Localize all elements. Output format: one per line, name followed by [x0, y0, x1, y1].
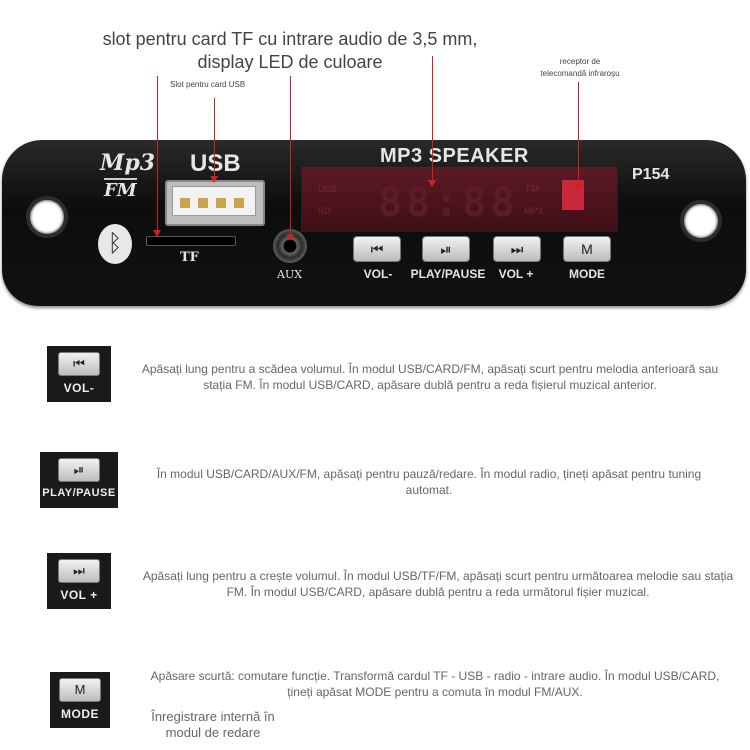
- bluetooth-icon: ᛒ: [98, 224, 132, 264]
- aux-label: AUX: [277, 268, 303, 281]
- display-mp3-indicator: MP3: [524, 206, 543, 216]
- display-fm-indicator: FM: [526, 184, 539, 194]
- row-vol-plus-text: Apăsați lung pentru a crește volumul. În…: [142, 569, 734, 599]
- callout-line-display: [432, 56, 433, 182]
- mode-button[interactable]: M: [563, 236, 611, 262]
- play-pause-button[interactable]: ⏯: [422, 236, 470, 262]
- usb-pin: [216, 198, 226, 208]
- arrow-display-icon: [428, 180, 436, 187]
- next-button[interactable]: ⏭: [493, 236, 541, 262]
- row-mode-note: Înregistrare internă în modul de redare: [151, 709, 275, 740]
- vol-plus-label: VOL +: [498, 267, 534, 281]
- row-play-pause-thumb: ⏯ PLAY/PAUSE: [40, 452, 118, 508]
- mode-thumb-icon: M: [59, 678, 101, 702]
- display-sd-indicator: SD: [318, 206, 331, 216]
- vol-minus-icon: ⏮: [58, 352, 100, 376]
- callout-line-usb: [214, 98, 215, 178]
- mode-label: MODE: [569, 267, 605, 281]
- play-pause-label: PLAY/PAUSE: [410, 267, 486, 281]
- arrow-aux-icon: [286, 234, 294, 241]
- board-title: MP3 SPEAKER: [380, 145, 529, 167]
- callout-line-aux: [290, 76, 291, 236]
- callout-line-tf: [157, 76, 158, 234]
- usb-label: USB: [190, 150, 241, 177]
- next-icon: ⏭: [510, 241, 524, 257]
- vol-plus-icon: ⏭: [58, 559, 100, 583]
- model-number: P154: [632, 166, 670, 183]
- row-vol-minus-label: VOL-: [63, 381, 95, 395]
- play-pause-thumb-icon: ⏯: [58, 458, 100, 482]
- row-vol-plus-label: VOL +: [60, 588, 98, 602]
- prev-button[interactable]: ⏮: [353, 236, 401, 262]
- vol-minus-label: VOL-: [363, 267, 393, 281]
- row-mode-thumb: M MODE: [50, 672, 110, 728]
- mounting-hole-left: [26, 196, 68, 238]
- arrow-tf-icon: [153, 230, 161, 237]
- display-digits: 88:88: [378, 180, 519, 226]
- logo-fm: FM: [104, 178, 137, 201]
- row-mode-label: MODE: [61, 707, 99, 721]
- callout-title-line2: display LED de culoare: [197, 52, 383, 72]
- usb-pin: [180, 198, 190, 208]
- callout-usb-slot: Slot pentru card USB: [170, 80, 246, 89]
- row-vol-minus-thumb: ⏮ VOL-: [47, 346, 111, 402]
- callout-title: slot pentru card TF cu intrare audio de …: [70, 28, 510, 74]
- display-usb-indicator: USB: [318, 184, 337, 194]
- usb-pin: [234, 198, 244, 208]
- mode-icon: M: [581, 241, 593, 257]
- callout-title-line1: slot pentru card TF cu intrare audio de …: [102, 29, 478, 49]
- prev-icon: ⏮: [370, 241, 384, 257]
- usb-pin: [198, 198, 208, 208]
- row-play-pause-label: PLAY/PAUSE: [42, 487, 116, 499]
- callout-ir-line2: telecomandă infraroșu: [540, 69, 620, 78]
- logo-mp3: Mp3: [100, 150, 156, 176]
- play-pause-icon: ⏯: [440, 241, 452, 257]
- mounting-hole-right: [680, 200, 722, 242]
- arrow-ir-icon: [574, 184, 582, 191]
- row-vol-plus-thumb: ⏭ VOL +: [47, 553, 111, 609]
- row-vol-minus-text: Apăsați lung pentru a scădea volumul. În…: [141, 362, 719, 392]
- row-play-pause-text: În modul USB/CARD/AUX/FM, apăsați pentru…: [156, 467, 702, 497]
- arrow-usb-icon: [210, 176, 218, 183]
- row-mode-text: Apăsare scurtă: comutare funcție. Transf…: [150, 669, 720, 699]
- callout-line-ir: [578, 82, 579, 186]
- callout-ir-line1: receptor de: [559, 57, 601, 66]
- tf-label: TF: [180, 250, 199, 265]
- callout-ir-receiver: receptor de telecomandă infraroșu: [530, 56, 630, 80]
- tf-card-slot: [146, 236, 236, 246]
